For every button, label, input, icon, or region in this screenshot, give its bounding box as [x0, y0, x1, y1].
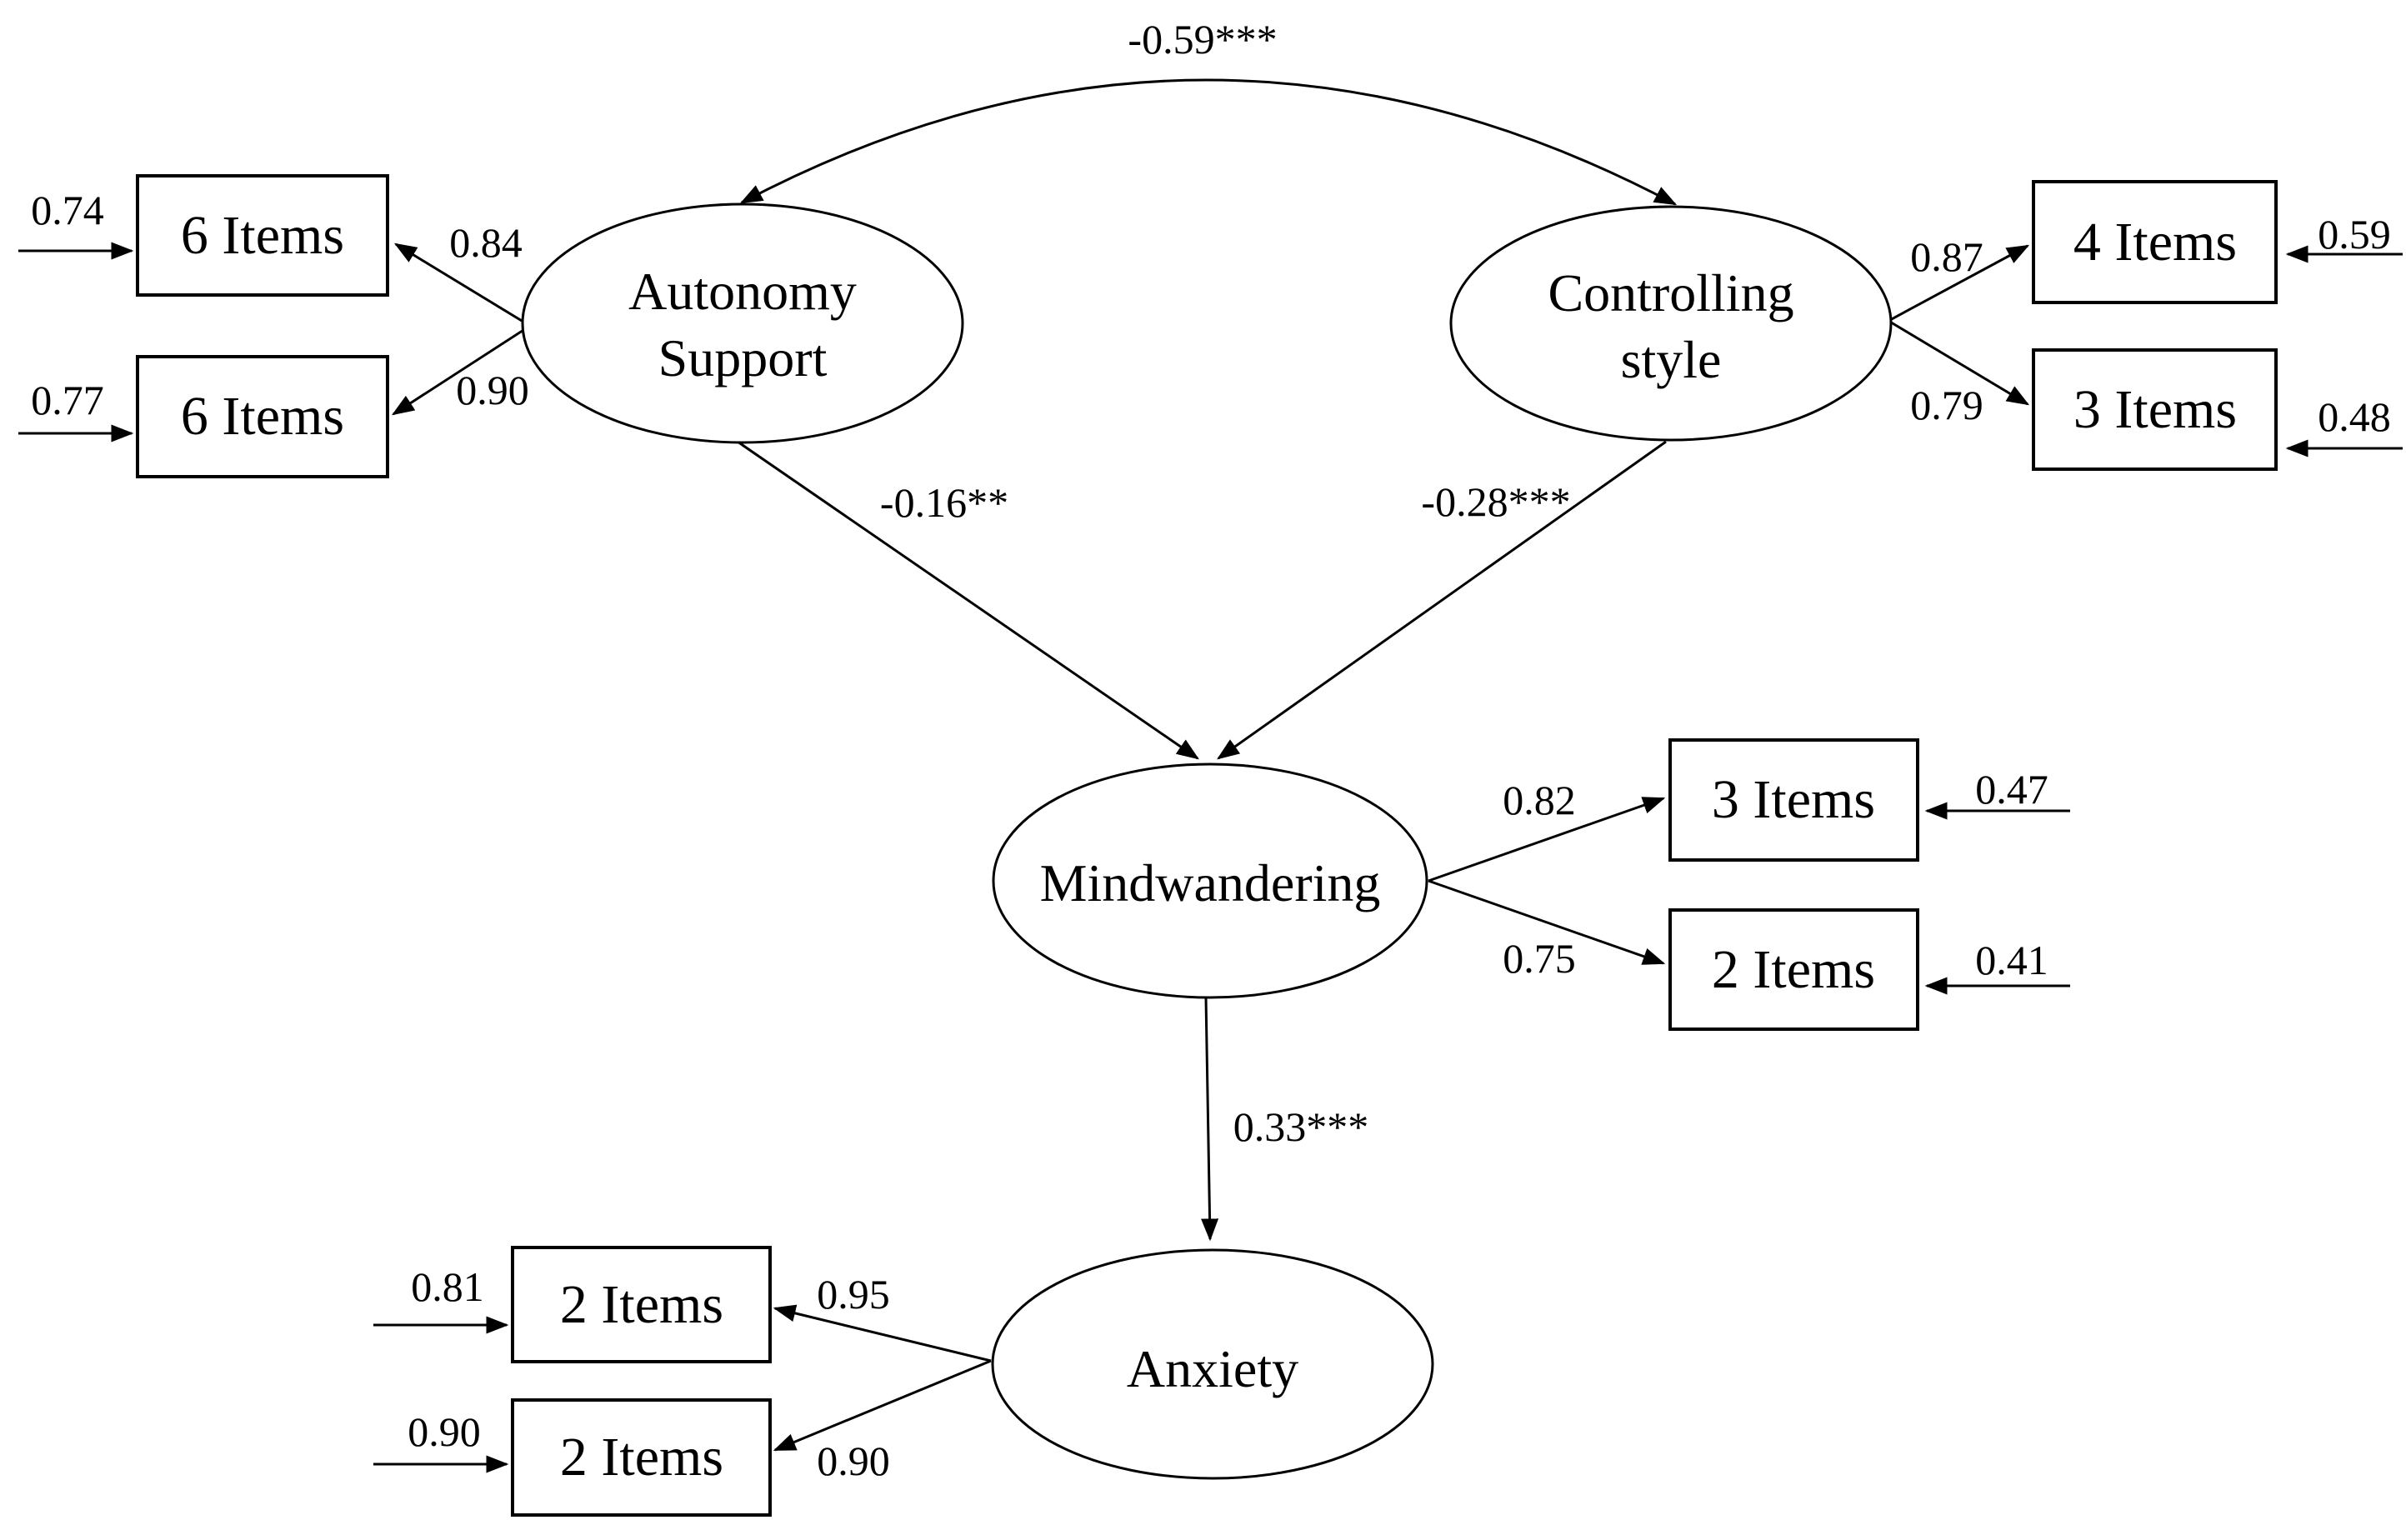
indicator-box-anxiety-2: [511, 1398, 772, 1517]
latent-label-autonomy-support: Autonomy Support: [628, 262, 857, 388]
error-label-autonomy-1: 0.74: [31, 187, 104, 233]
indicator-label-anxiety-2: 2 Items: [559, 1427, 724, 1488]
path-label-autonomy-to-mindwandering: -0.16**: [879, 479, 1009, 526]
path-arrow-autonomy-to-mindwandering: [737, 440, 1199, 760]
latent-ellipse-anxiety: [991, 1248, 1434, 1480]
indicator-box-controlling-1: [2032, 180, 2278, 304]
loading-arrow-anxiety-1: [773, 1304, 992, 1362]
indicator-label-mindwandering-2: 2 Items: [1711, 939, 1876, 1000]
loading-arrow-autonomy-1: [393, 242, 531, 328]
indicator-box-mindwandering-1: [1668, 738, 1919, 862]
path-label-controlling-to-mindwandering: -0.28***: [1421, 478, 1571, 525]
latent-ellipse-autonomy-support: [521, 202, 964, 444]
indicator-box-controlling-2: [2032, 348, 2278, 471]
loading-label-controlling-1: 0.87: [1910, 233, 1983, 280]
error-label-controlling-1: 0.59: [2318, 211, 2391, 258]
indicator-label-anxiety-1: 2 Items: [559, 1274, 724, 1335]
path-label-mindwandering-to-anxiety: 0.33***: [1233, 1103, 1369, 1150]
path-arrow-controlling-to-mindwandering: [1217, 440, 1667, 760]
loading-label-autonomy-2: 0.90: [456, 367, 529, 413]
loading-label-controlling-2: 0.79: [1910, 382, 1983, 428]
error-label-mindwandering-1: 0.47: [1975, 766, 2048, 812]
loading-arrow-controlling-2: [1888, 319, 2030, 406]
indicator-box-autonomy-1: [136, 174, 389, 297]
loading-arrow-mindwandering-1: [1428, 797, 1666, 882]
loading-label-mindwandering-2: 0.75: [1503, 935, 1576, 982]
loading-label-autonomy-1: 0.84: [449, 219, 523, 266]
path-label-covariance: -0.59***: [1128, 16, 1278, 62]
error-label-anxiety-1: 0.81: [411, 1263, 484, 1310]
covariance-arrow-autonomy-controlling: [739, 78, 1678, 206]
indicator-label-mindwandering-1: 3 Items: [1711, 769, 1876, 830]
loading-label-mindwandering-1: 0.82: [1503, 777, 1576, 823]
error-label-controlling-2: 0.48: [2318, 393, 2391, 440]
error-label-autonomy-2: 0.77: [31, 377, 104, 423]
latent-label-mindwandering: Mindwandering: [1039, 853, 1381, 912]
latent-label-controlling-style: Controlling style: [1548, 263, 1794, 389]
loading-arrow-autonomy-2: [391, 324, 531, 416]
indicator-box-mindwandering-2: [1668, 908, 1919, 1031]
indicator-box-autonomy-2: [136, 355, 389, 478]
error-label-mindwandering-2: 0.41: [1975, 937, 2048, 983]
loading-arrow-mindwandering-2: [1428, 879, 1666, 965]
indicator-label-controlling-1: 4 Items: [2073, 212, 2238, 272]
loading-label-anxiety-1: 0.95: [817, 1271, 890, 1318]
indicator-label-autonomy-1: 6 Items: [180, 205, 345, 266]
indicator-label-autonomy-2: 6 Items: [180, 386, 345, 447]
latent-ellipse-mindwandering: [992, 762, 1428, 999]
loading-arrow-anxiety-2: [773, 1359, 992, 1452]
indicator-box-anxiety-1: [511, 1246, 772, 1363]
latent-ellipse-controlling-style: [1449, 205, 1893, 442]
indicator-label-controlling-2: 3 Items: [2073, 379, 2238, 440]
loading-label-anxiety-2: 0.90: [817, 1438, 890, 1484]
path-arrow-mindwandering-to-anxiety: [1201, 997, 1219, 1242]
loading-arrow-controlling-1: [1888, 244, 2030, 322]
latent-label-anxiety: Anxiety: [1126, 1339, 1299, 1398]
error-label-anxiety-2: 0.90: [408, 1408, 481, 1455]
